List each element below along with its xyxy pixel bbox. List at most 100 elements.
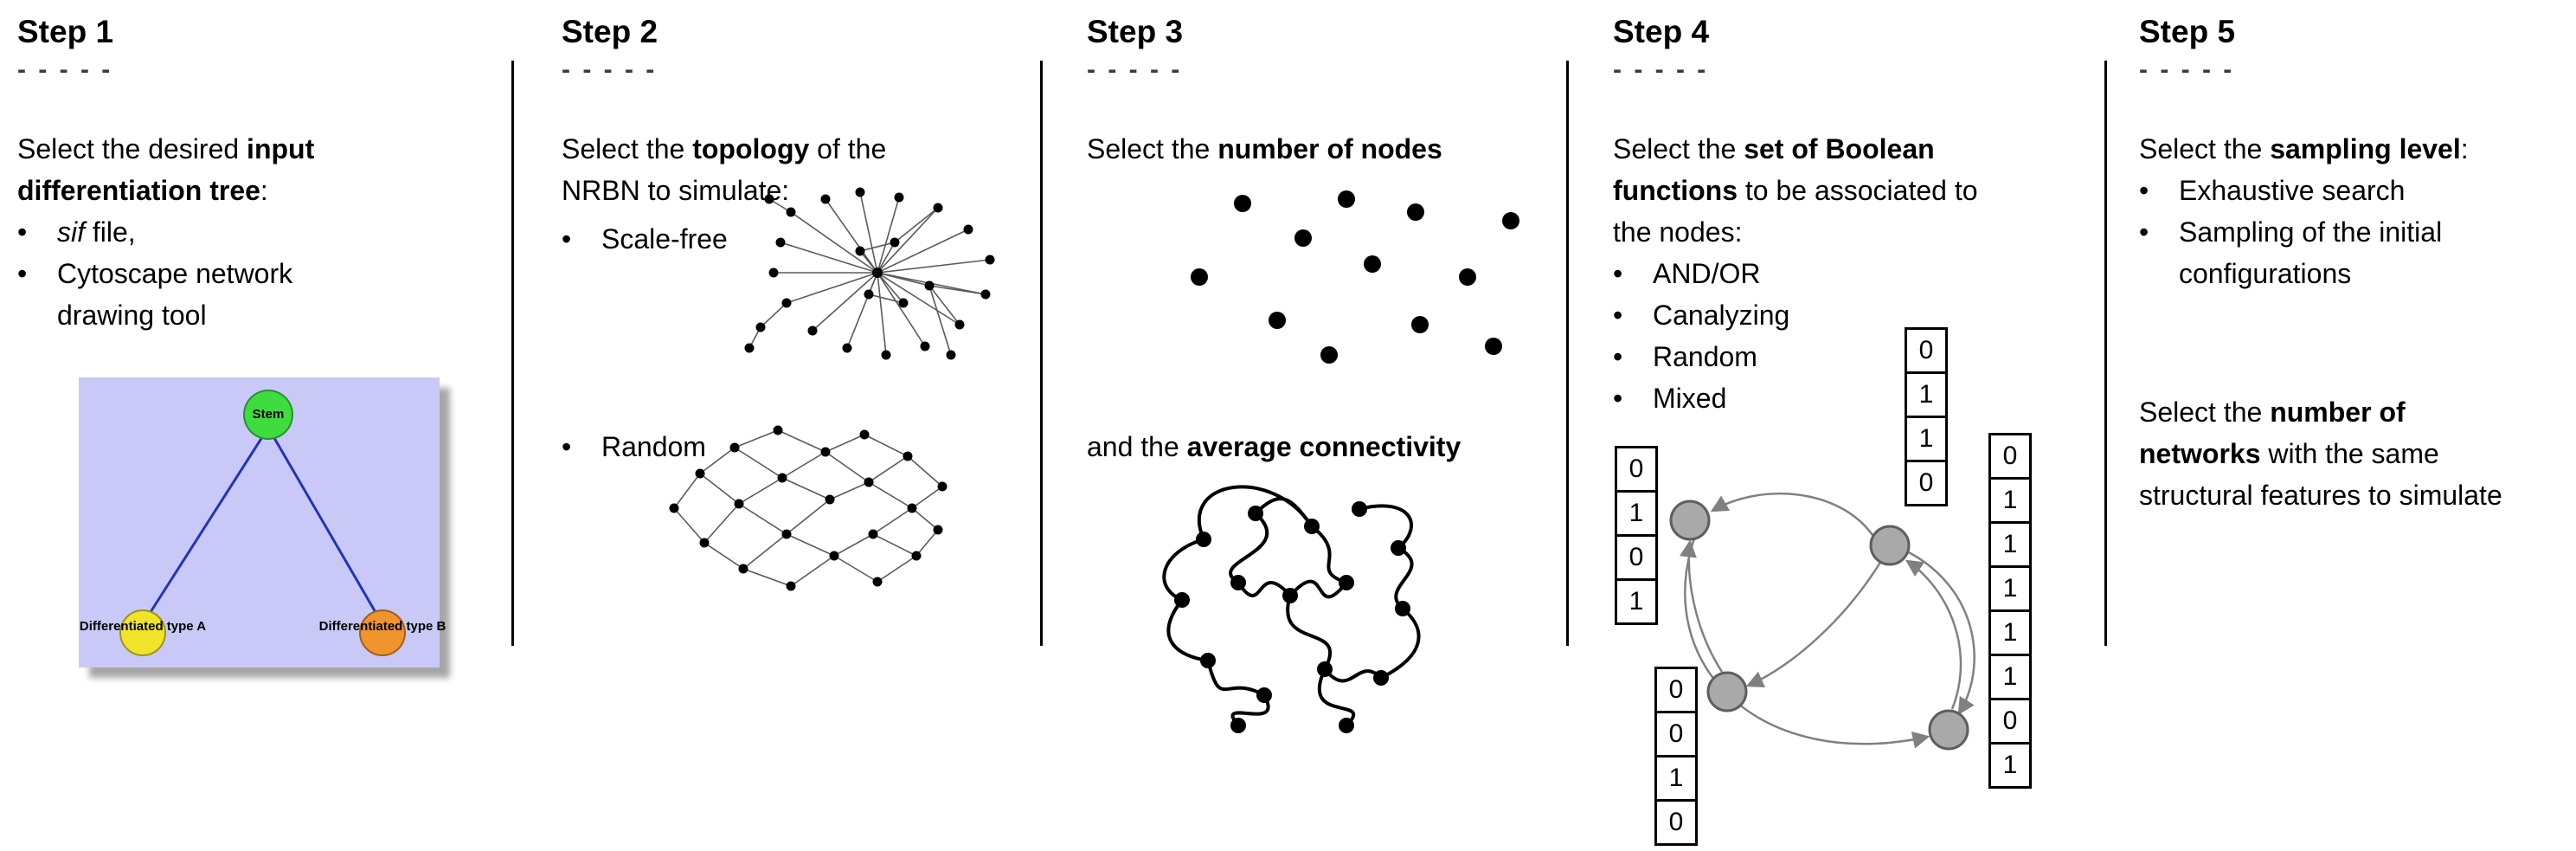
- bullet-marker: [2139, 211, 2179, 294]
- text-line: Select the desired input: [17, 128, 314, 170]
- bullet-item: Canalyzing: [1613, 294, 1789, 336]
- boolean-node: [1869, 525, 1911, 566]
- type-a-node: [119, 609, 166, 656]
- bullet-item: Random: [1613, 336, 1789, 377]
- text-line: Select the number of: [2139, 391, 2502, 433]
- truth-table-cell: 0: [1615, 534, 1658, 581]
- text-segment: sampling level: [2270, 133, 2461, 164]
- scale-free-bullet: Scale-free: [562, 218, 728, 260]
- random-network-graphic: [669, 425, 948, 591]
- type-b-node: [359, 609, 406, 656]
- scale-free-network-graphic: [744, 187, 995, 360]
- bullet-text: Sampling of the initial configurations: [2179, 211, 2442, 294]
- truth-table-cell: 0: [1988, 698, 2032, 745]
- column-divider: [1040, 61, 1043, 646]
- tree-edge-left: [141, 427, 270, 625]
- truth-table-top: 0 1 1 0: [1905, 327, 1948, 506]
- boolean-node: [1669, 500, 1711, 541]
- bullet-text: sif file,: [57, 211, 292, 253]
- step-5-bullet-list: Exhaustive search Sampling of the initia…: [2139, 170, 2442, 294]
- text-segment: Mixed: [1653, 383, 1727, 414]
- bullet-text: Exhaustive search: [2179, 170, 2442, 211]
- truth-table-cell: 0: [1654, 799, 1698, 846]
- truth-table-cell: 1: [1905, 371, 1948, 418]
- step-3-title: Step 3: [1087, 14, 1184, 49]
- text-line: Cytoscape network: [57, 253, 292, 294]
- bullet-text: Mixed: [1653, 377, 1789, 419]
- bullet-text: AND/OR: [1653, 253, 1789, 294]
- truth-table-cell: 1: [1988, 654, 2032, 700]
- text-segment: differentiation tree: [17, 175, 260, 206]
- text-segment: of the: [809, 133, 887, 164]
- bullet-marker: [562, 426, 601, 467]
- text-line: Canalyzing: [1653, 294, 1789, 336]
- random-bullet: Random: [562, 426, 706, 467]
- edges-group: [748, 191, 991, 356]
- bullet-text: Cytoscape network drawing tool: [57, 253, 292, 336]
- bullet-text: Random: [601, 426, 706, 467]
- bullet-item: Mixed: [1613, 377, 1789, 419]
- type-b-node-label: Differentiated type B: [318, 619, 446, 634]
- text-segment: networks: [2139, 438, 2261, 469]
- step-1-title: Step 1: [17, 14, 114, 49]
- text-segment: configurations: [2179, 258, 2352, 289]
- truth-table-cell: 1: [1905, 416, 1948, 462]
- step-3-connectivity-text: and the average connectivity: [1087, 426, 1461, 467]
- bullet-item: Exhaustive search: [2139, 170, 2442, 211]
- truth-table-left: 0 1 0 1: [1615, 446, 1658, 625]
- bullet-text: Random: [1653, 336, 1789, 377]
- stem-node: [243, 390, 293, 440]
- bullet-item: Sampling of the initial configurations: [2139, 211, 2442, 294]
- edges-group: [673, 429, 943, 587]
- text-segment: to be associated to: [1737, 175, 1978, 206]
- text-segment: structural features to simulate: [2139, 480, 2502, 511]
- type-a-node-label: Differentiated type A: [79, 619, 207, 634]
- truth-table-cell: 1: [1988, 477, 2032, 524]
- nodes-scatter-graphic: [1191, 190, 1519, 364]
- step-5-dashes: - - - - -: [2139, 55, 2235, 84]
- text-segment: sif: [57, 216, 85, 248]
- truth-table-cell: 0: [1905, 327, 1948, 374]
- bullet-item: Cytoscape network drawing tool: [17, 253, 292, 336]
- truth-table-cell: 0: [1905, 460, 1948, 506]
- step-2-title: Step 2: [562, 14, 658, 49]
- step-5-intro: Select the sampling level:: [2139, 128, 2469, 170]
- text-line: NRBN to simulate:: [562, 170, 886, 211]
- step-2-column: Step 2 - - - - - Select the topology of …: [562, 0, 1033, 851]
- text-line: Select the topology of the: [562, 128, 886, 170]
- text-segment: average connectivity: [1186, 431, 1461, 462]
- step-4-bullet-list: AND/OR Canalyzing Random Mixed: [1613, 253, 1789, 419]
- edges-group: [1680, 492, 1975, 749]
- truth-table-cell: 1: [1615, 490, 1658, 537]
- text-line: Random: [1653, 336, 1789, 377]
- bullet-marker: [2139, 170, 2179, 211]
- text-line: Random: [601, 426, 706, 467]
- text-segment: topology: [692, 133, 810, 164]
- column-divider: [1566, 61, 1569, 646]
- tree-edges-graphic: [141, 427, 384, 625]
- step-4-dashes: - - - - -: [1613, 55, 1709, 84]
- text-segment: Canalyzing: [1653, 300, 1790, 331]
- text-line: configurations: [2179, 253, 2442, 294]
- text-segment: AND/OR: [1653, 258, 1761, 289]
- truth-table-cell: 0: [1615, 446, 1658, 493]
- step-2-dashes: - - - - -: [562, 55, 658, 84]
- tree-edge-right: [267, 427, 384, 625]
- truth-table-cell: 1: [1988, 521, 2032, 568]
- text-segment: Scale-free: [601, 223, 728, 255]
- text-segment: Select the: [1087, 133, 1218, 164]
- text-line: networks with the same: [2139, 433, 2502, 474]
- truth-table-cell: 1: [1988, 565, 2032, 612]
- boolean-node: [1928, 709, 1969, 751]
- text-line: Scale-free: [601, 218, 728, 260]
- text-segment: the nodes:: [1613, 216, 1743, 248]
- nodes-group: [744, 187, 995, 360]
- bullet-text: Canalyzing: [1653, 294, 1789, 336]
- truth-table-cell: 0: [1654, 667, 1698, 713]
- step-3-dashes: - - - - -: [1087, 55, 1183, 84]
- step-4-column: Step 4 - - - - - Select the set of Boole…: [1613, 0, 2096, 851]
- step-5-column: Step 5 - - - - - Select the sampling lev…: [2139, 0, 2573, 851]
- text-segment: drawing tool: [57, 300, 207, 331]
- text-line: Exhaustive search: [2179, 170, 2442, 211]
